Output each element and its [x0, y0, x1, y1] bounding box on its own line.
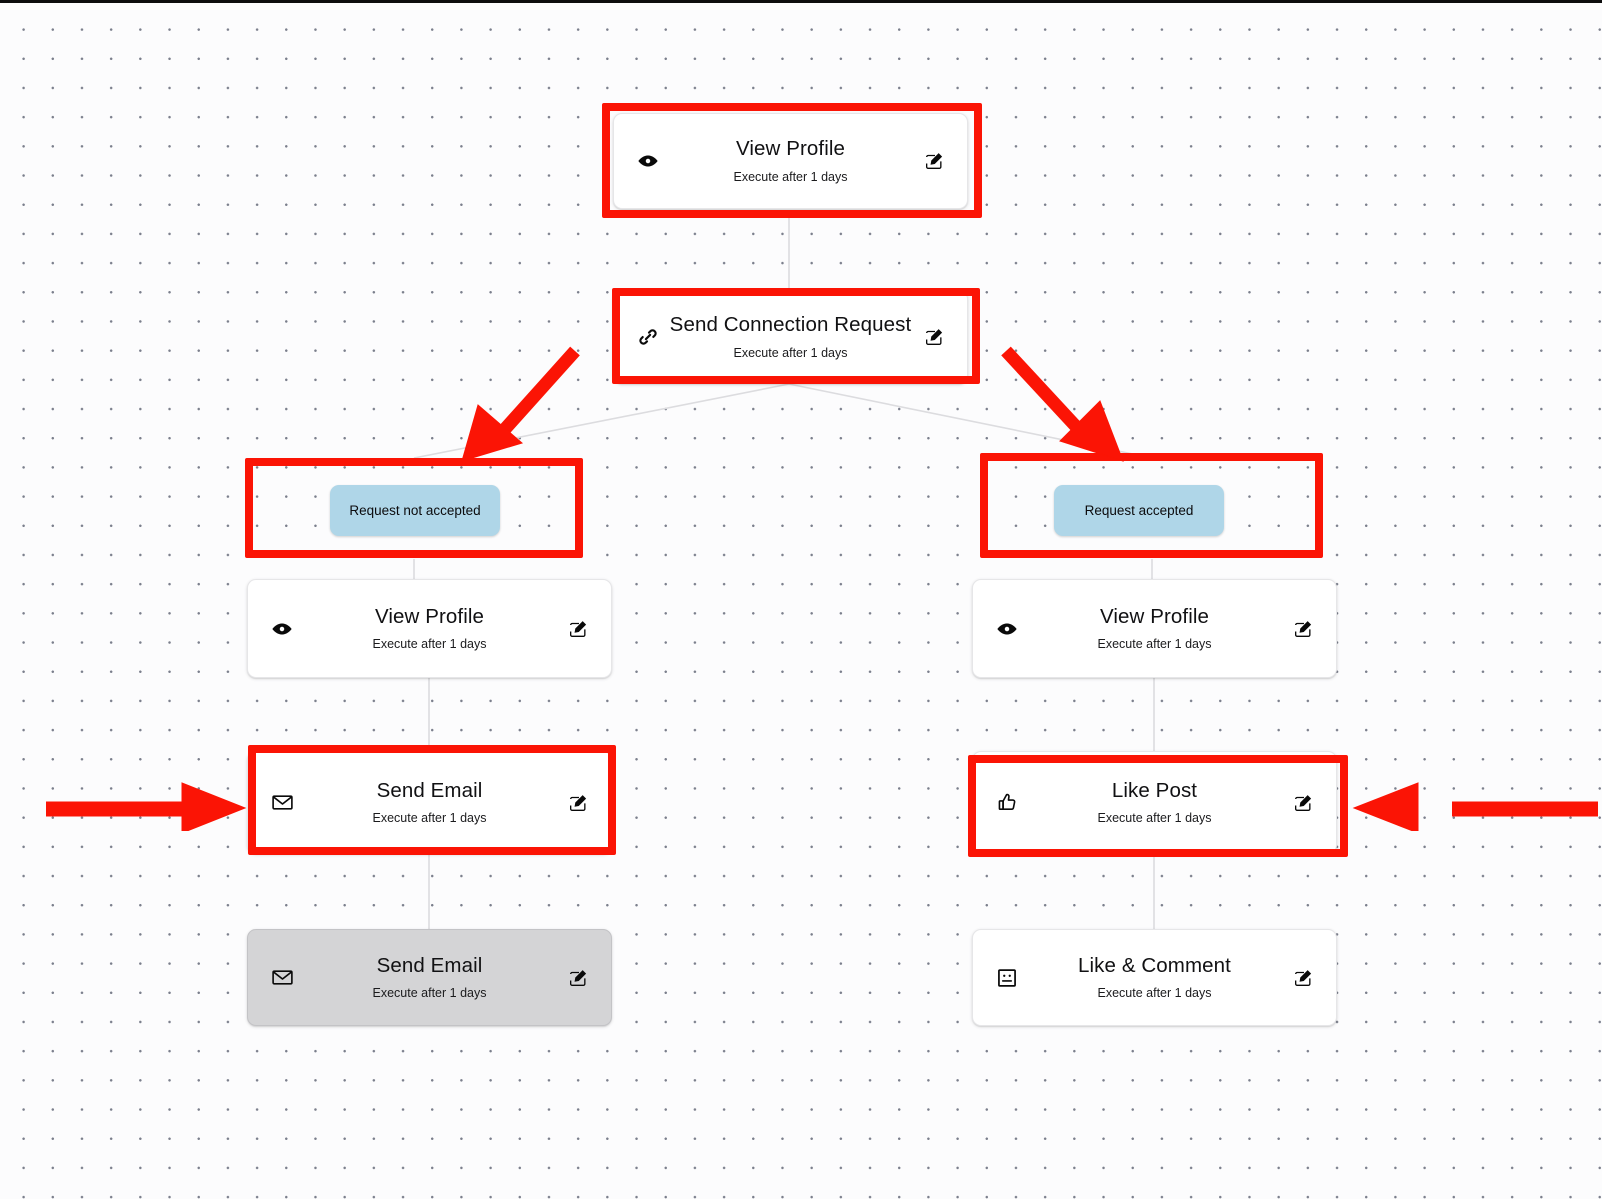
smiley-comment-icon	[995, 966, 1019, 990]
node-view-profile-right[interactable]: View Profile Execute after 1 days	[972, 579, 1337, 678]
eye-icon	[636, 149, 660, 173]
branch-label-text: Request accepted	[1084, 503, 1194, 518]
node-subtitle: Execute after 1 days	[372, 986, 487, 1000]
annotation-arrow-to-request-accepted	[1001, 346, 1124, 462]
node-title: View Profile	[1099, 604, 1210, 628]
node-send-email-left[interactable]: Send Email Execute after 1 days	[247, 751, 612, 854]
edit-icon[interactable]	[1292, 792, 1314, 814]
link-chain-icon	[636, 325, 660, 349]
edit-icon[interactable]	[923, 326, 945, 348]
node-like-and-comment-right[interactable]: Like & Comment Execute after 1 days	[972, 929, 1337, 1026]
node-view-profile-left[interactable]: View Profile Execute after 1 days	[247, 579, 612, 678]
node-title: View Profile	[374, 604, 485, 628]
node-subtitle: Execute after 1 days	[372, 811, 487, 825]
branch-label-text: Request not accepted	[349, 503, 481, 518]
node-subtitle: Execute after 1 days	[1097, 811, 1212, 825]
edge-connection-to-right-branch	[788, 383, 1153, 459]
node-subtitle: Execute after 1 days	[1097, 986, 1212, 1000]
eye-icon	[995, 617, 1019, 641]
node-title: Send Email	[376, 778, 483, 802]
edit-icon[interactable]	[1292, 618, 1314, 640]
branch-label-request-not-accepted[interactable]: Request not accepted	[330, 485, 500, 536]
node-title: View Profile	[735, 137, 846, 160]
edit-icon[interactable]	[567, 792, 589, 814]
edge-connection-to-left-branch	[413, 383, 790, 459]
annotation-arrow-to-request-not-accepted	[461, 346, 580, 462]
node-title: Like Post	[1111, 778, 1198, 802]
eye-icon	[270, 617, 294, 641]
edit-icon[interactable]	[567, 618, 589, 640]
node-subtitle: Execute after 1 days	[1097, 637, 1212, 651]
node-title: Send Connection Request	[669, 313, 912, 336]
node-title: Like & Comment	[1078, 953, 1231, 977]
annotation-arrow-to-send-email-left	[46, 782, 247, 831]
envelope-icon	[270, 966, 294, 990]
node-subtitle: Execute after 1 days	[733, 345, 848, 360]
node-title: Send Email	[376, 953, 483, 977]
edit-icon[interactable]	[1292, 967, 1314, 989]
node-view-profile-root[interactable]: View Profile Execute after 1 days	[613, 113, 968, 209]
edit-icon[interactable]	[923, 150, 945, 172]
node-send-connection-request[interactable]: Send Connection Request Execute after 1 …	[613, 290, 968, 384]
node-subtitle: Execute after 1 days	[733, 169, 848, 184]
node-send-email-left-bottom[interactable]: Send Email Execute after 1 days	[247, 929, 612, 1026]
node-subtitle: Execute after 1 days	[372, 637, 487, 651]
node-like-post-right[interactable]: Like Post Execute after 1 days	[972, 751, 1337, 854]
edit-icon[interactable]	[567, 967, 589, 989]
annotation-arrow-to-like-post-right	[1352, 782, 1598, 831]
envelope-icon	[270, 791, 294, 815]
branch-label-request-accepted[interactable]: Request accepted	[1054, 485, 1224, 536]
thumbs-up-icon	[995, 791, 1019, 815]
